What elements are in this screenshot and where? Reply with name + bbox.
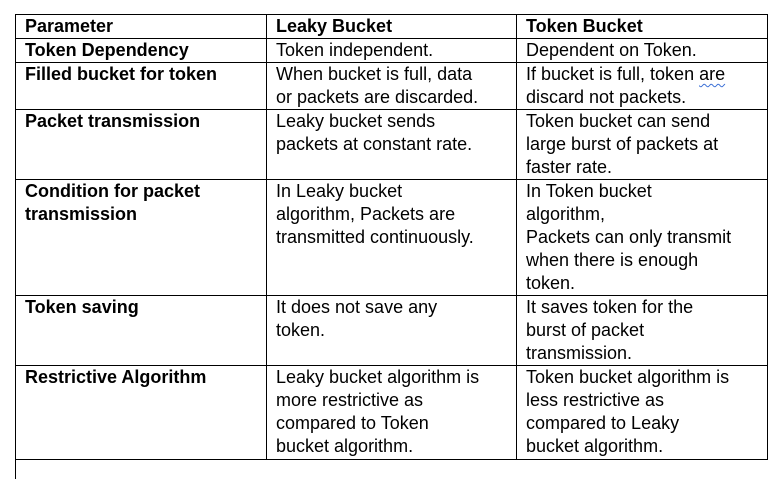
parameter-cell: Token Dependency (15, 38, 267, 63)
header-cell-leaky-bucket: Leaky Bucket (266, 14, 517, 39)
leaky-bucket-cell: It does not save any token. (266, 295, 517, 366)
table-row: Token Dependency Token independent. Depe… (15, 38, 768, 63)
leaky-bucket-cell: When bucket is full, data or packets are… (266, 62, 517, 110)
token-bucket-cell: If bucket is full, token are discard not… (516, 62, 768, 110)
parameter-cell: Restrictive Algorithm (15, 365, 267, 460)
table-header-row: Parameter Leaky Bucket Token Bucket (15, 14, 768, 39)
text-segment: If bucket is full, token (526, 64, 700, 84)
leaky-bucket-cell: In Leaky bucket algorithm, Packets are t… (266, 179, 517, 296)
token-bucket-cell: It saves token for the burst of packet t… (516, 295, 768, 366)
parameter-cell: Condition for packet transmission (15, 179, 267, 296)
leaky-bucket-cell: Token independent. (266, 38, 517, 63)
text-segment: discard not packets. (526, 87, 687, 107)
table-row: Packet transmission Leaky bucket sends p… (15, 109, 768, 180)
parameter-cell: Token saving (15, 295, 267, 366)
header-cell-parameter: Parameter (15, 14, 267, 39)
leaky-bucket-cell: Leaky bucket algorithm is more restricti… (266, 365, 517, 460)
table-row: Condition for packet transmission In Lea… (15, 179, 768, 296)
token-bucket-cell: Token bucket can send large burst of pac… (516, 109, 768, 180)
table-row: Restrictive Algorithm Leaky bucket algor… (15, 365, 768, 460)
table-row: Token saving It does not save any token.… (15, 295, 768, 366)
header-cell-token-bucket: Token Bucket (516, 14, 768, 39)
parameter-cell: Packet transmission (15, 109, 267, 180)
parameter-cell: Filled bucket for token (15, 62, 267, 110)
table-border-continuation (15, 458, 16, 479)
token-bucket-cell: Token bucket algorithm is less restricti… (516, 365, 768, 460)
leaky-bucket-cell: Leaky bucket sends packets at constant r… (266, 109, 517, 180)
table-row: Filled bucket for token When bucket is f… (15, 62, 768, 110)
token-bucket-cell: Dependent on Token. (516, 38, 768, 63)
comparison-table: Parameter Leaky Bucket Token Bucket Toke… (15, 14, 768, 460)
spellcheck-flagged-word: are (699, 64, 726, 84)
token-bucket-cell: In Token bucket algorithm, Packets can o… (516, 179, 768, 296)
